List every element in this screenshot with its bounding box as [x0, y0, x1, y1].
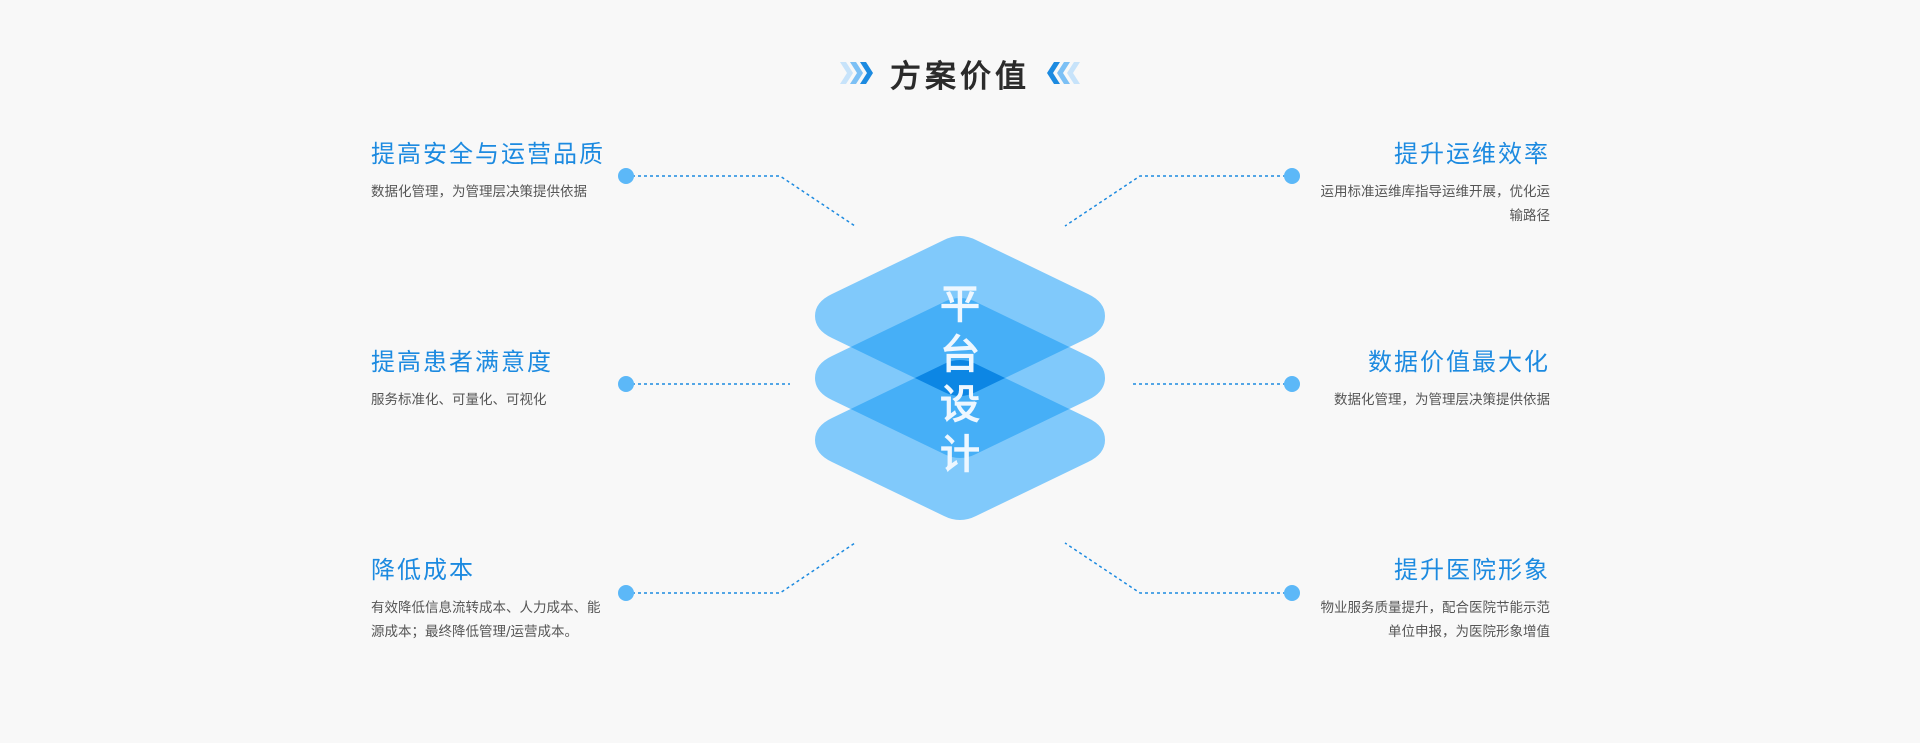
- value-desc: 物业服务质量提升，配合医院节能示范 单位申报，为医院形象增值: [1250, 596, 1551, 644]
- value-card-bottom-left: 降低成本 有效降低信息流转成本、人力成本、能 源成本；最终降低管理/运营成本。: [371, 554, 671, 644]
- dot-mid-right: [1284, 376, 1300, 392]
- dot-top-right: [1284, 168, 1300, 184]
- value-card-mid-right: 数据价值最大化 数据化管理，为管理层决策提供依据: [1250, 346, 1550, 412]
- value-title: 提升运维效率: [1394, 140, 1550, 168]
- value-title: 提升医院形象: [1394, 556, 1550, 584]
- value-desc-line: 输路径: [1509, 208, 1551, 224]
- value-title: 提高患者满意度: [371, 348, 553, 376]
- value-card-top-left: 提高安全与运营品质 数据化管理，为管理层决策提供依据: [371, 138, 671, 204]
- center-label: 平 台 设 计: [935, 280, 985, 480]
- dot-top-left: [618, 168, 634, 184]
- value-title: 提高安全与运营品质: [371, 140, 605, 168]
- connector-top-right: [1064, 175, 1292, 227]
- value-desc: 运用标准运维库指导运维开展，优化运 输路径: [1250, 180, 1551, 228]
- center-char-3: 设: [940, 382, 980, 428]
- center-char-4: 计: [940, 432, 980, 478]
- value-desc: 数据化管理，为管理层决策提供依据: [1334, 392, 1550, 408]
- value-card-top-right: 提升运维效率 运用标准运维库指导运维开展，优化运 输路径: [1250, 138, 1551, 228]
- dot-mid-left: [618, 376, 634, 392]
- connector-bottom-right: [1064, 542, 1292, 594]
- dot-bottom-left: [618, 585, 634, 601]
- center-char-2: 台: [940, 332, 980, 378]
- value-desc-line: 单位申报，为医院形象增值: [1388, 624, 1550, 640]
- value-card-mid-left: 提高患者满意度 服务标准化、可量化、可视化: [371, 346, 671, 412]
- value-desc: 数据化管理，为管理层决策提供依据: [371, 184, 587, 200]
- value-desc-line: 运用标准运维库指导运维开展，优化运: [1320, 184, 1551, 200]
- value-desc: 有效降低信息流转成本、人力成本、能 源成本；最终降低管理/运营成本。: [371, 596, 671, 644]
- value-desc-line: 有效降低信息流转成本、人力成本、能: [371, 600, 601, 616]
- value-desc-line: 源成本；最终降低管理/运营成本。: [371, 624, 579, 640]
- value-title: 数据价值最大化: [1368, 348, 1550, 376]
- value-card-bottom-right: 提升医院形象 物业服务质量提升，配合医院节能示范 单位申报，为医院形象增值: [1250, 554, 1551, 644]
- value-desc: 服务标准化、可量化、可视化: [371, 392, 547, 408]
- chevron-left-icon: [1044, 58, 1082, 88]
- page-title: 方案价值: [890, 58, 1030, 95]
- chevron-right-icon: [838, 58, 876, 88]
- value-desc-line: 物业服务质量提升，配合医院节能示范: [1320, 600, 1551, 616]
- value-title: 降低成本: [371, 556, 475, 584]
- title-bar: 方案价值: [0, 48, 1920, 98]
- dot-bottom-right: [1284, 585, 1300, 601]
- center-char-1: 平: [940, 282, 980, 328]
